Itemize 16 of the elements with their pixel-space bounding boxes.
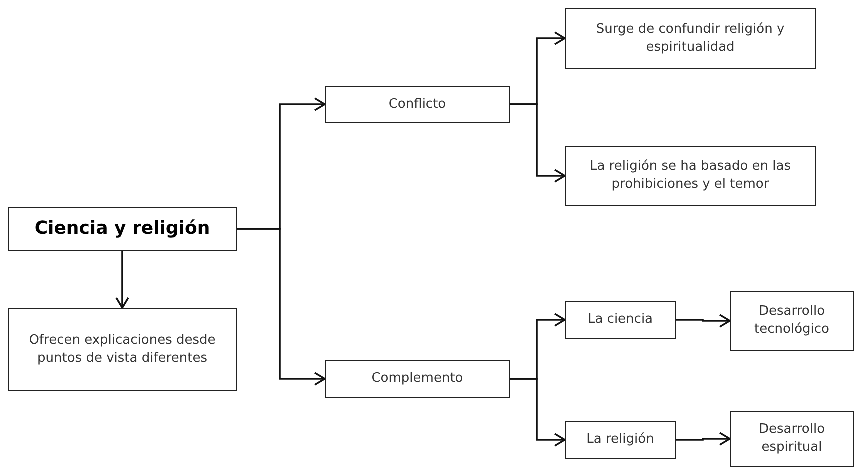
concept-box: Complemento bbox=[325, 360, 510, 398]
arrow bbox=[510, 104, 566, 183]
concept-box: Conflicto bbox=[325, 86, 510, 123]
concept-box: Desarrollo tecnológico bbox=[730, 291, 854, 351]
arrow bbox=[676, 432, 731, 446]
concept-box: La religión se ha basado en las prohibiciones y el temor bbox=[565, 146, 816, 206]
concept-box: Ofrecen explicaciones desde puntos de vista diferentes bbox=[8, 308, 237, 391]
concept-box: La ciencia bbox=[565, 301, 676, 339]
topic-box: Ciencia y religión bbox=[8, 207, 237, 251]
concept-box: La religión bbox=[565, 421, 676, 459]
concept-box: Desarrollo espiritual bbox=[730, 411, 854, 467]
arrow bbox=[676, 314, 731, 328]
arrow bbox=[237, 228, 326, 386]
arrow bbox=[510, 378, 566, 447]
concept-box: Surge de confundir religión y espiritualidad bbox=[565, 8, 816, 69]
arrow bbox=[116, 251, 130, 309]
